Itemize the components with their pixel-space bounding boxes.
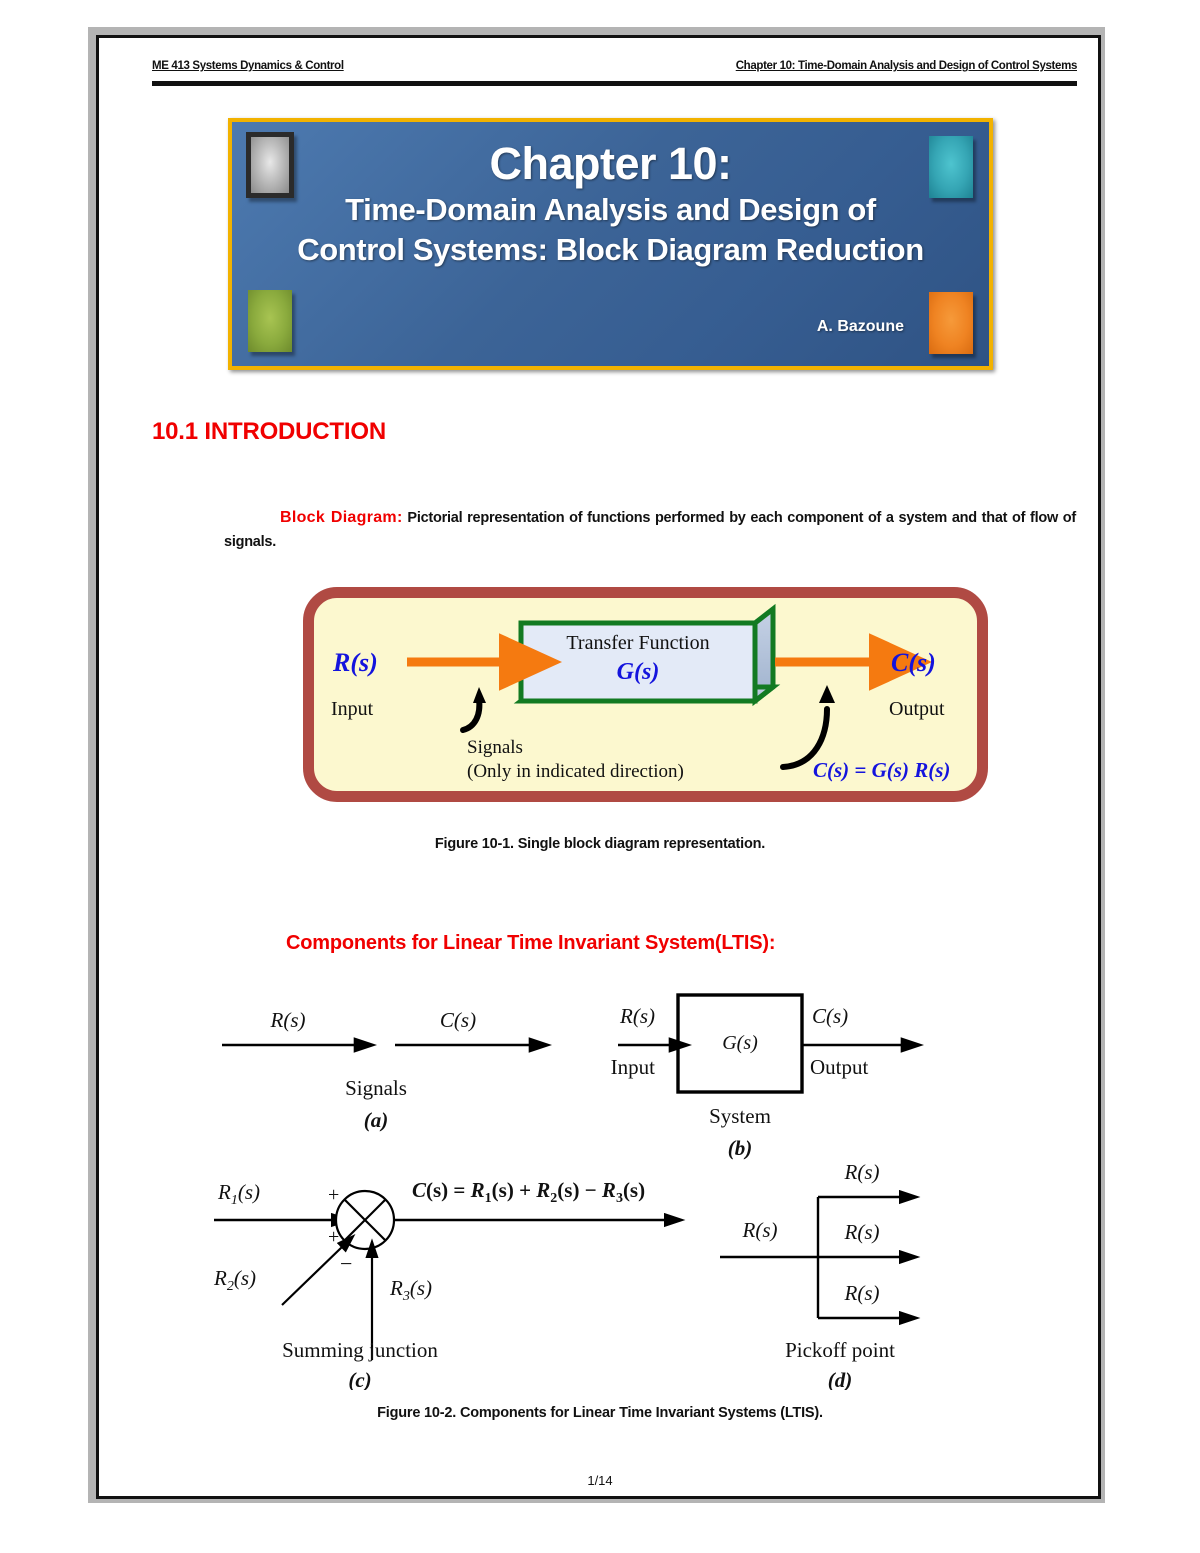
part-d-tag: (d) — [828, 1368, 853, 1390]
fig1-output-label: C(s) — [891, 648, 936, 677]
fig1-equation: C(s) = G(s) R(s) — [813, 758, 950, 782]
part-b-block-label: G(s) — [722, 1032, 758, 1054]
figure-10-2-part-d: R(s) R(s) R(s) R(s) Pickoff point (d) — [720, 1160, 921, 1390]
part-b-label-input: Input — [611, 1055, 655, 1079]
part-c-label-r3: R3(s) — [389, 1276, 432, 1304]
part-c-tag: (c) — [348, 1368, 371, 1390]
part-a-label-rs: R(s) — [270, 1008, 306, 1032]
corner-square-silver-icon — [246, 132, 294, 198]
fig1-left-curved-arrow — [460, 696, 483, 733]
part-a-label-cs: C(s) — [440, 1008, 476, 1032]
part-c-sign-minus: − — [340, 1251, 352, 1276]
header-right-text: Chapter 10: Time-Domain Analysis and Des… — [735, 60, 1078, 72]
part-b-label-output: Output — [810, 1055, 869, 1079]
section-heading: 10.1 INTRODUCTION — [152, 418, 386, 445]
corner-square-green-icon — [248, 290, 292, 352]
document-header: ME 413 Systems Dynamics & Control Chapte… — [152, 60, 1077, 72]
part-d-output-label-1: R(s) — [844, 1160, 880, 1184]
figure-10-1-caption: Figure 10-1. Single block diagram repres… — [434, 836, 766, 852]
header-rule — [152, 80, 1077, 86]
part-b-label-cs: C(s) — [812, 1004, 848, 1028]
part-a-tag: (a) — [364, 1108, 389, 1132]
corner-square-teal-icon — [929, 136, 973, 198]
chapter-title-line3: Control Systems: Block Diagram Reduction — [297, 231, 924, 267]
part-b-label-rs: R(s) — [619, 1004, 655, 1028]
part-a-title: Signals — [345, 1076, 407, 1100]
title-banner: Chapter 10: Time-Domain Analysis and Des… — [228, 118, 993, 370]
fig1-signals-label: Signals — [467, 737, 523, 758]
figure-10-2-caption: Figure 10-2. Components for Linear Time … — [377, 1405, 823, 1421]
ltis-components-heading: Components for Linear Time Invariant Sys… — [286, 932, 776, 954]
part-d-output-label-3: R(s) — [844, 1281, 880, 1305]
intro-body-text: Pictorial representation of functions pe… — [224, 510, 1076, 551]
part-d-input-label: R(s) — [742, 1218, 778, 1242]
page-number: 1/14 — [587, 1473, 613, 1488]
intro-paragraph: Block Diagram: Pictorial representation … — [224, 505, 1076, 555]
part-c-sign-plus-1: + — [328, 1184, 339, 1206]
fig1-signals-note: (Only in indicated direction) — [467, 761, 684, 782]
figure-10-1: Transfer Function G(s) R(s) Input C(s) O… — [303, 587, 988, 802]
figure-10-2-part-a: R(s) C(s) Signals (a) — [222, 1008, 553, 1132]
chapter-title-line1: Chapter 10: — [489, 138, 732, 189]
part-b-tag: (b) — [728, 1136, 753, 1160]
part-c-label-r1: R1(s) — [217, 1180, 260, 1208]
figure-10-1-diagram: Transfer Function G(s) R(s) Input C(s) O… — [331, 603, 950, 782]
fig1-block-title: Transfer Function — [566, 632, 709, 654]
fig1-input-sub: Input — [331, 698, 374, 720]
part-c-sign-plus-2: + — [328, 1226, 339, 1248]
banner-text-block: Chapter 10: Time-Domain Analysis and Des… — [290, 138, 931, 270]
fig1-input-label: R(s) — [332, 648, 378, 677]
part-c-title: Summing junction — [282, 1338, 438, 1362]
fig1-output-sub: Output — [889, 698, 945, 720]
header-left-text: ME 413 Systems Dynamics & Control — [152, 60, 344, 72]
fig1-right-curved-arrow — [780, 706, 830, 770]
corner-square-orange-icon — [929, 292, 973, 354]
figure-10-2-part-c: R1(s) + + − C(s) = R1(s) + R2(s) − R3(s)… — [213, 1178, 686, 1390]
part-d-title: Pickoff point — [785, 1338, 895, 1362]
part-c-output-equation: C(s) = R1(s) + R2(s) − R3(s) — [412, 1178, 645, 1206]
figure-10-2-part-b: G(s) R(s) Input C(s) Output System (b) — [611, 993, 925, 1160]
author-name: A. Bazoune — [816, 318, 904, 335]
part-b-title: System — [709, 1104, 771, 1128]
intro-lead-term: Block Diagram: — [280, 509, 403, 526]
part-d-output-label-2: R(s) — [844, 1220, 880, 1244]
figure-10-2-diagram: R(s) C(s) Signals (a) G(s) R(s) Input C(… — [213, 993, 925, 1390]
chapter-title-line2: Time-Domain Analysis and Design of — [345, 192, 876, 228]
fig1-block-function: G(s) — [617, 659, 660, 685]
part-c-label-r2: R2(s) — [213, 1266, 256, 1294]
